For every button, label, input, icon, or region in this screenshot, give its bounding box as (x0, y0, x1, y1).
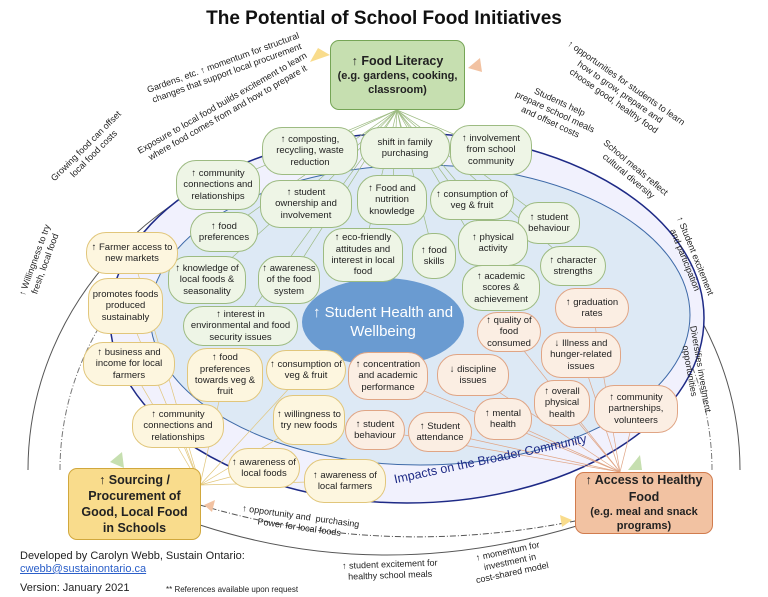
yellow-outcome-node: ↑ business and income for local farmers (83, 342, 175, 386)
green-outcome-node: ↑ eco-friendly attitudes and interest in… (323, 228, 403, 282)
green-outcome-node: ↑ involvement from school community (450, 125, 532, 175)
orange-outcome-node: ↑ concentration and academic performance (348, 352, 428, 400)
yellow-outcome-node: ↑ consumption of veg & fruit (266, 350, 346, 390)
yellow-outcome-node: ↑ awareness of local farmers (304, 459, 386, 503)
hub-access: ↑ Access to Healthy Food (e.g. meal and … (575, 472, 713, 534)
orange-outcome-node: ↑ quality of food consumed (477, 312, 541, 352)
green-outcome-node: ↑ student ownership and involvement (260, 180, 352, 228)
orange-outcome-node: ↑ mental health (474, 398, 532, 440)
green-outcome-node: ↑ food preferences (190, 212, 258, 252)
green-outcome-node: shift in family purchasing (360, 127, 450, 169)
orange-outcome-node: ↓ Illness and hunger-related issues (541, 332, 621, 378)
hub-subtitle: (e.g. meal and snack programs) (590, 505, 698, 533)
green-outcome-node: ↑ student behaviour (518, 202, 580, 244)
yellow-outcome-node: ↑ awareness of local foods (228, 448, 300, 488)
email-link-wrap: cwebb@sustainontario.ca (20, 563, 146, 575)
credit: Developed by Carolyn Webb, Sustain Ontar… (20, 550, 245, 562)
hub-title: ↑ Access to Healthy Food (585, 473, 703, 504)
arc-label: ↑ student excitement for healthy school … (341, 557, 438, 582)
bottom-dashed-arc (199, 504, 581, 538)
orange-outcome-node: ↑ community partnerships, volunteers (594, 385, 678, 433)
references-note: ** References available upon request (166, 585, 299, 594)
hub-food-literacy: ↑ Food Literacy (e.g. gardens, cooking, … (330, 40, 465, 110)
arrowhead (468, 58, 482, 72)
bottom-arc (199, 524, 581, 556)
arrowhead (204, 500, 215, 512)
arrowhead (628, 455, 642, 470)
green-outcome-node: ↑ knowledge of local foods & seasonality (168, 256, 246, 304)
yellow-outcome-node: ↑ willingness to try new foods (273, 395, 345, 445)
yellow-outcome-node: promotes foods produced sustainably (88, 278, 163, 334)
hub-sourcing: ↑ Sourcing / Procurement of Good, Local … (68, 468, 201, 540)
green-outcome-node: ↑ composting, recycling, waste reduction (262, 127, 358, 175)
orange-outcome-node: ↑ student behaviour (345, 410, 405, 450)
connector-line (125, 305, 201, 486)
green-outcome-node: ↑ interest in environmental and food sec… (183, 306, 298, 346)
green-outcome-node: ↑ Food and nutrition knowledge (357, 175, 427, 225)
green-outcome-node: ↑ food skills (412, 233, 456, 279)
green-outcome-node: ↑ community connections and relationship… (176, 160, 260, 210)
arrowhead (110, 452, 124, 468)
orange-outcome-node: ↑ overall physical health (534, 380, 590, 426)
orange-outcome-node: ↓ discipline issues (437, 354, 509, 396)
green-outcome-node: ↑ physical activity (458, 220, 528, 266)
green-outcome-node: ↑ awareness of the food system (258, 256, 320, 304)
orange-outcome-node: ↑ Student attendance (408, 412, 472, 452)
arrowhead (310, 48, 330, 62)
arrowhead (560, 515, 572, 527)
version: Version: January 2021 (20, 582, 130, 594)
yellow-outcome-node: ↑ Farmer access to new markets (86, 232, 178, 274)
hub-subtitle: (e.g. gardens, cooking, classroom) (337, 69, 458, 97)
email-link[interactable]: cwebb@sustainontario.ca (20, 563, 147, 575)
yellow-outcome-node: ↑ food preferences towards veg & fruit (187, 348, 263, 402)
green-outcome-node: ↑ character strengths (540, 246, 606, 286)
hub-title: ↑ Food Literacy (351, 53, 444, 68)
green-outcome-node: ↑ consumption of veg & fruit (430, 180, 514, 220)
page-title: The Potential of School Food Initiatives (206, 8, 562, 29)
hub-title: ↑ Sourcing / Procurement of Good, Local … (81, 472, 188, 536)
yellow-outcome-node: ↑ community connections and relationship… (132, 404, 224, 448)
green-outcome-node: ↑ academic scores & achievement (462, 265, 540, 311)
orange-outcome-node: ↑ graduation rates (555, 288, 629, 328)
